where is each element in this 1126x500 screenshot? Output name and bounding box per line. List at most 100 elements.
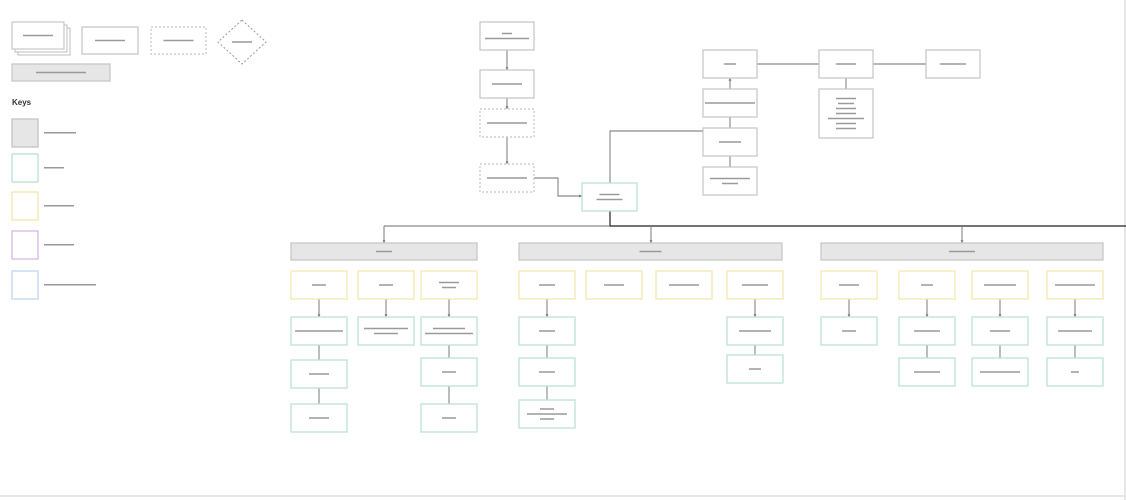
text-placeholder (828, 117, 864, 120)
legend-section-header[interactable] (11, 63, 111, 82)
s1-col1-1[interactable] (290, 270, 348, 300)
s1-col1-3[interactable] (290, 359, 348, 389)
arrow-head (847, 314, 851, 317)
node-tr-b[interactable] (818, 49, 874, 79)
node-top-2[interactable] (479, 69, 535, 99)
s1-col2-1[interactable] (357, 270, 415, 300)
text-placeholder (540, 408, 554, 410)
node-top-3[interactable] (479, 108, 535, 138)
s2-col1-2[interactable] (518, 316, 576, 346)
node-tr-a3[interactable] (702, 127, 758, 157)
section-header-2[interactable] (518, 242, 783, 261)
text-placeholder (309, 417, 329, 419)
text-placeholder (836, 63, 856, 65)
text-placeholder (724, 63, 736, 65)
s2-col1-4[interactable] (518, 399, 576, 429)
key-teal[interactable] (11, 153, 64, 183)
text-placeholder (376, 250, 392, 253)
arrow-head (649, 240, 653, 243)
s2-col2-1[interactable] (585, 270, 643, 300)
legend-process[interactable] (81, 26, 139, 55)
key-grey[interactable] (11, 118, 76, 148)
connector (534, 177, 582, 197)
arrow-head (960, 240, 964, 243)
text-placeholder (379, 284, 393, 286)
text-placeholder (719, 141, 741, 143)
s3-col4-3-shape (1046, 357, 1104, 387)
text-placeholder (596, 198, 623, 201)
text-placeholder (836, 112, 856, 115)
s3-col2-3[interactable] (898, 357, 956, 387)
s3-col2-1[interactable] (898, 270, 956, 300)
s3-col1-2[interactable] (820, 316, 878, 346)
s3-col1-1[interactable] (820, 270, 878, 300)
text-placeholder (990, 330, 1010, 332)
text-placeholder (839, 284, 859, 286)
s2-col4-3[interactable] (726, 354, 784, 384)
legend-decision[interactable] (217, 19, 267, 65)
node-top-1[interactable] (479, 21, 535, 51)
text-placeholder (527, 413, 567, 415)
s1-col3-4[interactable] (420, 403, 478, 433)
legend-external[interactable] (150, 26, 207, 55)
arrow-head (579, 194, 582, 198)
s1-col3-2-shape (420, 316, 478, 346)
s3-col4-1[interactable] (1046, 270, 1104, 300)
s2-col1-1[interactable] (518, 270, 576, 300)
key-label-placeholder (44, 167, 64, 169)
node-tr-a2[interactable] (702, 88, 758, 118)
main-spine (609, 211, 1126, 227)
node-top-4[interactable] (479, 163, 535, 193)
s3-col4-2[interactable] (1046, 316, 1104, 346)
s2-col4-1[interactable] (726, 270, 784, 300)
s1-col3-1[interactable] (420, 270, 478, 300)
key-teal-swatch (11, 153, 39, 183)
key-yellow[interactable] (11, 191, 74, 221)
node-top-1-shape (479, 21, 535, 51)
legend-stacked-document[interactable] (11, 21, 71, 56)
s3-col4-3[interactable] (1046, 357, 1104, 387)
s3-col3-1[interactable] (971, 270, 1029, 300)
s1-col2-1-shape (357, 270, 415, 300)
arrow-head (728, 78, 732, 81)
text-placeholder (487, 122, 527, 124)
text-placeholder (749, 368, 761, 370)
node-hub-shape (581, 182, 638, 212)
key-blue-swatch (11, 270, 39, 300)
text-placeholder (949, 250, 975, 253)
node-tr-b2[interactable] (818, 88, 874, 139)
s2-col4-2[interactable] (726, 316, 784, 346)
arrow-head (505, 161, 509, 164)
node-hub[interactable] (581, 182, 638, 212)
arrow-head (317, 314, 321, 317)
text-placeholder (836, 107, 856, 110)
s1-col1-2[interactable] (290, 316, 348, 346)
key-grey-swatch (11, 118, 39, 148)
node-tr-a[interactable] (702, 49, 758, 79)
section-header-3[interactable] (820, 242, 1104, 261)
text-placeholder (1071, 371, 1079, 373)
canvas-right-edge (1124, 0, 1126, 500)
key-purple[interactable] (11, 230, 74, 260)
text-placeholder (492, 83, 522, 85)
arrow-head (1073, 314, 1077, 317)
text-placeholder (539, 284, 555, 286)
s1-col3-3[interactable] (420, 357, 478, 387)
s3-col2-2[interactable] (898, 316, 956, 346)
text-placeholder (639, 250, 662, 253)
s1-col1-4[interactable] (290, 403, 348, 433)
node-tr-a4[interactable] (702, 166, 758, 196)
text-placeholder (539, 371, 555, 373)
s1-col2-2[interactable] (357, 316, 415, 346)
keys-heading: Keys (12, 98, 32, 107)
key-blue[interactable] (11, 270, 96, 300)
section-header-1[interactable] (290, 242, 478, 261)
s3-col3-3[interactable] (971, 357, 1029, 387)
s2-col3-1[interactable] (655, 270, 713, 300)
s3-col3-2[interactable] (971, 316, 1029, 346)
s2-col1-3[interactable] (518, 357, 576, 387)
node-tr-c[interactable] (925, 49, 981, 79)
shape-legend (11, 19, 267, 65)
s1-col3-2[interactable] (420, 316, 478, 346)
